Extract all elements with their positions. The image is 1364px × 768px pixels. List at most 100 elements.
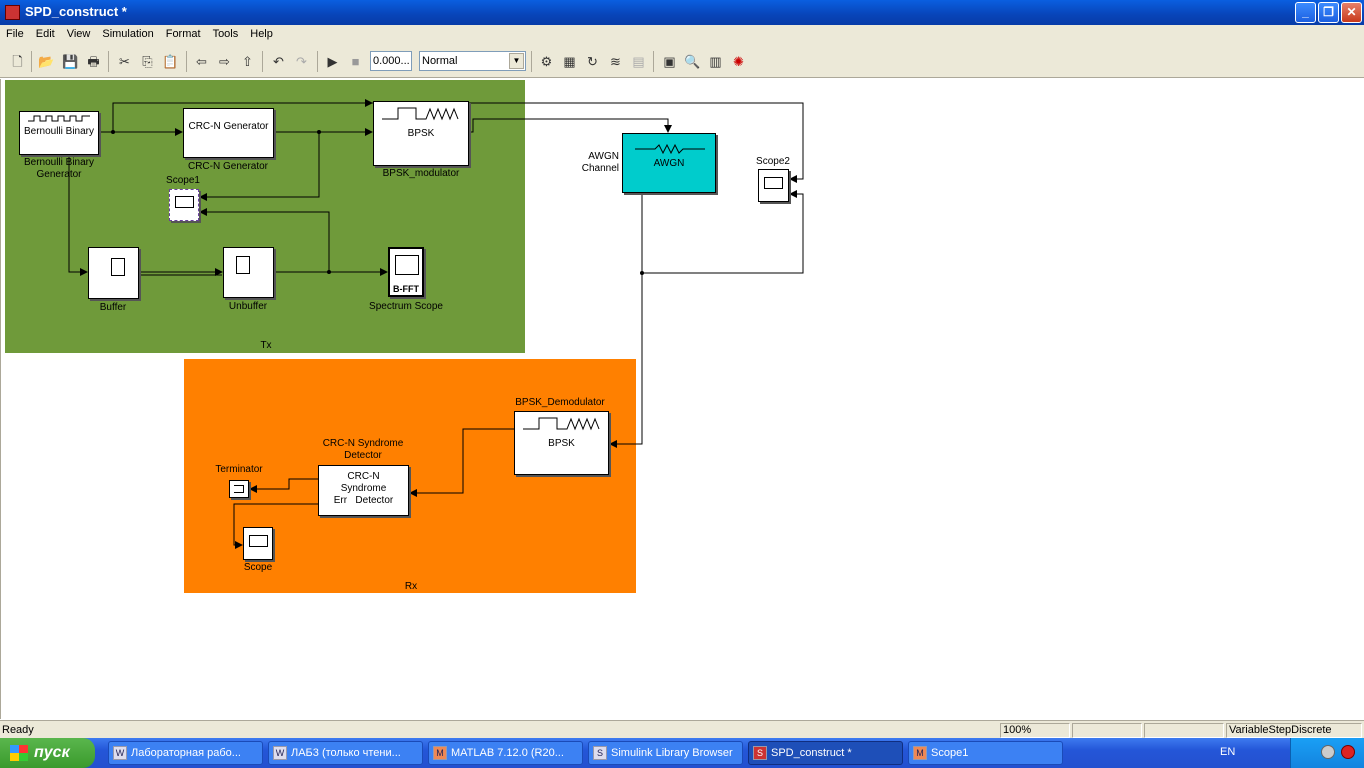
spectrum-block-label: Spectrum Scope [369, 301, 443, 312]
scope-block[interactable] [243, 527, 273, 560]
awgn-block-label: AWGN Channel [581, 151, 619, 174]
bpsk-waveform-icon [523, 417, 600, 431]
forward-arrow-icon[interactable]: ⇨ [219, 54, 230, 69]
bpsk-modulator-block[interactable]: BPSK [373, 101, 469, 166]
build-icon[interactable]: ⚙ [540, 54, 553, 69]
spectrum-scope-block[interactable]: B-FFT [388, 247, 424, 297]
word-icon: W [113, 746, 127, 760]
windows-logo-icon [10, 745, 28, 761]
scope-block-label: Scope [243, 562, 273, 573]
maximize-button[interactable]: ❐ [1318, 2, 1339, 23]
crc-det-text-2: Syndrome [340, 483, 387, 494]
redo-icon[interactable]: ↷ [296, 54, 307, 69]
cut-icon[interactable]: ✂ [119, 54, 130, 69]
scope1-block-label: Scope1 [166, 175, 200, 186]
model-advisor-icon[interactable]: ▥ [709, 54, 722, 69]
scope1-block[interactable] [169, 189, 199, 221]
language-indicator[interactable]: EN [1220, 746, 1236, 758]
stop-simulation-icon[interactable]: ■ [351, 54, 360, 69]
update-diagram-icon[interactable]: ≋ [610, 54, 621, 69]
network-icon[interactable] [1321, 745, 1335, 759]
title-bar[interactable]: SPD_construct * _ ❐ ✕ [0, 0, 1364, 25]
model-canvas[interactable]: Tx Rx Bernoulli Binary [0, 79, 1364, 719]
zoom-level: 100% [1000, 723, 1070, 738]
refresh-icon[interactable]: ↻ [587, 54, 598, 69]
pulse-waveform-icon [28, 115, 90, 122]
crc-gen-block-text: CRC-N Generator [188, 121, 269, 132]
crc-n-syndrome-detector-block[interactable]: CRC-N Syndrome Err Detector [318, 465, 409, 516]
chevron-down-icon[interactable]: ▼ [509, 53, 524, 69]
start-button[interactable]: пуск [0, 738, 95, 768]
new-model-icon[interactable]: 🗋 [12, 54, 23, 69]
toolbar: 🗋 📂 💾 🖶 ✂ ⎘ 📋 ⇦ ⇨ ⇧ ↶ ↷ ▶ ■ 0.000... Nor… [0, 45, 1364, 78]
simulation-mode-value: Normal [422, 55, 458, 67]
open-icon[interactable]: 📂 [38, 54, 55, 69]
copy-icon[interactable]: ⎘ [142, 54, 153, 69]
start-simulation-icon[interactable]: ▶ [327, 54, 338, 69]
up-arrow-icon[interactable]: ⇧ [242, 54, 253, 69]
unbuffer-block-label: Unbuffer [228, 301, 268, 312]
unbuffer-icon [236, 256, 250, 274]
model-explorer-icon[interactable]: 🔍 [684, 54, 701, 69]
menu-edit[interactable]: Edit [35, 28, 55, 40]
buffer-block-label: Buffer [99, 302, 127, 313]
simulink-model-icon: S [753, 746, 767, 760]
system-tray [1290, 738, 1364, 768]
undo-icon[interactable]: ↶ [273, 54, 284, 69]
bernoulli-binary-block[interactable]: Bernoulli Binary [19, 111, 99, 155]
menu-tools[interactable]: Tools [212, 28, 239, 40]
status-bar: Ready 100% VariableStepDiscrete [0, 720, 1364, 738]
crc-det-text-3: Err Detector [333, 495, 394, 506]
menu-help[interactable]: Help [250, 28, 273, 40]
bpsk-demod-block-label: BPSK_Demodulator [515, 397, 605, 408]
terminator-block[interactable] [229, 480, 249, 498]
back-arrow-icon[interactable]: ⇦ [196, 54, 207, 69]
scope2-block[interactable] [758, 169, 789, 202]
scope-screen-icon [175, 196, 194, 208]
simulink-app-icon[interactable] [5, 5, 20, 20]
simulation-mode-select[interactable]: Normal ▼ [419, 51, 526, 71]
bpsk-demodulator-block[interactable]: BPSK [514, 411, 609, 475]
print-icon[interactable]: 🖶 [87, 54, 100, 69]
scope-screen-icon [764, 177, 783, 189]
close-button[interactable]: ✕ [1341, 2, 1362, 23]
crc-n-generator-block[interactable]: CRC-N Generator [183, 108, 274, 158]
spectrum-block-text: B-FFT [393, 284, 419, 294]
paste-icon[interactable]: 📋 [162, 54, 179, 69]
solver-name: VariableStepDiscrete [1226, 723, 1362, 738]
crc-gen-block-label: CRC-N Generator [187, 161, 269, 172]
debugger-icon[interactable]: ✺ [733, 54, 744, 69]
menu-view[interactable]: View [66, 28, 91, 40]
bernoulli-block-label: Bernoulli Binary Generator [23, 157, 95, 180]
buffer-block[interactable] [88, 247, 139, 299]
terminator-block-label: Terminator [215, 464, 263, 475]
menu-format[interactable]: Format [165, 28, 201, 40]
bpsk-demod-block-text: BPSK [548, 438, 575, 449]
word-icon: W [273, 746, 287, 760]
menu-simulation[interactable]: Simulation [102, 28, 154, 40]
minimize-button[interactable]: _ [1295, 2, 1316, 23]
library-browser-icon[interactable]: ▣ [663, 54, 676, 69]
awgn-channel-block[interactable]: AWGN [622, 133, 716, 193]
security-shield-icon[interactable] [1341, 745, 1355, 759]
signal-lines [68, 99, 804, 549]
rx-area-label: Rx [404, 581, 418, 592]
debug-icon[interactable]: ▤ [632, 54, 645, 69]
incremental-build-icon[interactable]: ▦ [563, 54, 576, 69]
status-text: Ready [2, 724, 34, 736]
menu-bar: File Edit View Simulation Format Tools Help [0, 25, 1364, 45]
menu-file[interactable]: File [6, 28, 24, 40]
buffer-icon [111, 258, 125, 276]
unbuffer-block[interactable] [223, 247, 274, 298]
spectrum-plot-icon [395, 255, 419, 275]
bpsk-waveform-icon [382, 107, 459, 121]
save-icon[interactable]: 💾 [62, 54, 79, 69]
stop-time-input[interactable]: 0.000... [370, 51, 412, 71]
